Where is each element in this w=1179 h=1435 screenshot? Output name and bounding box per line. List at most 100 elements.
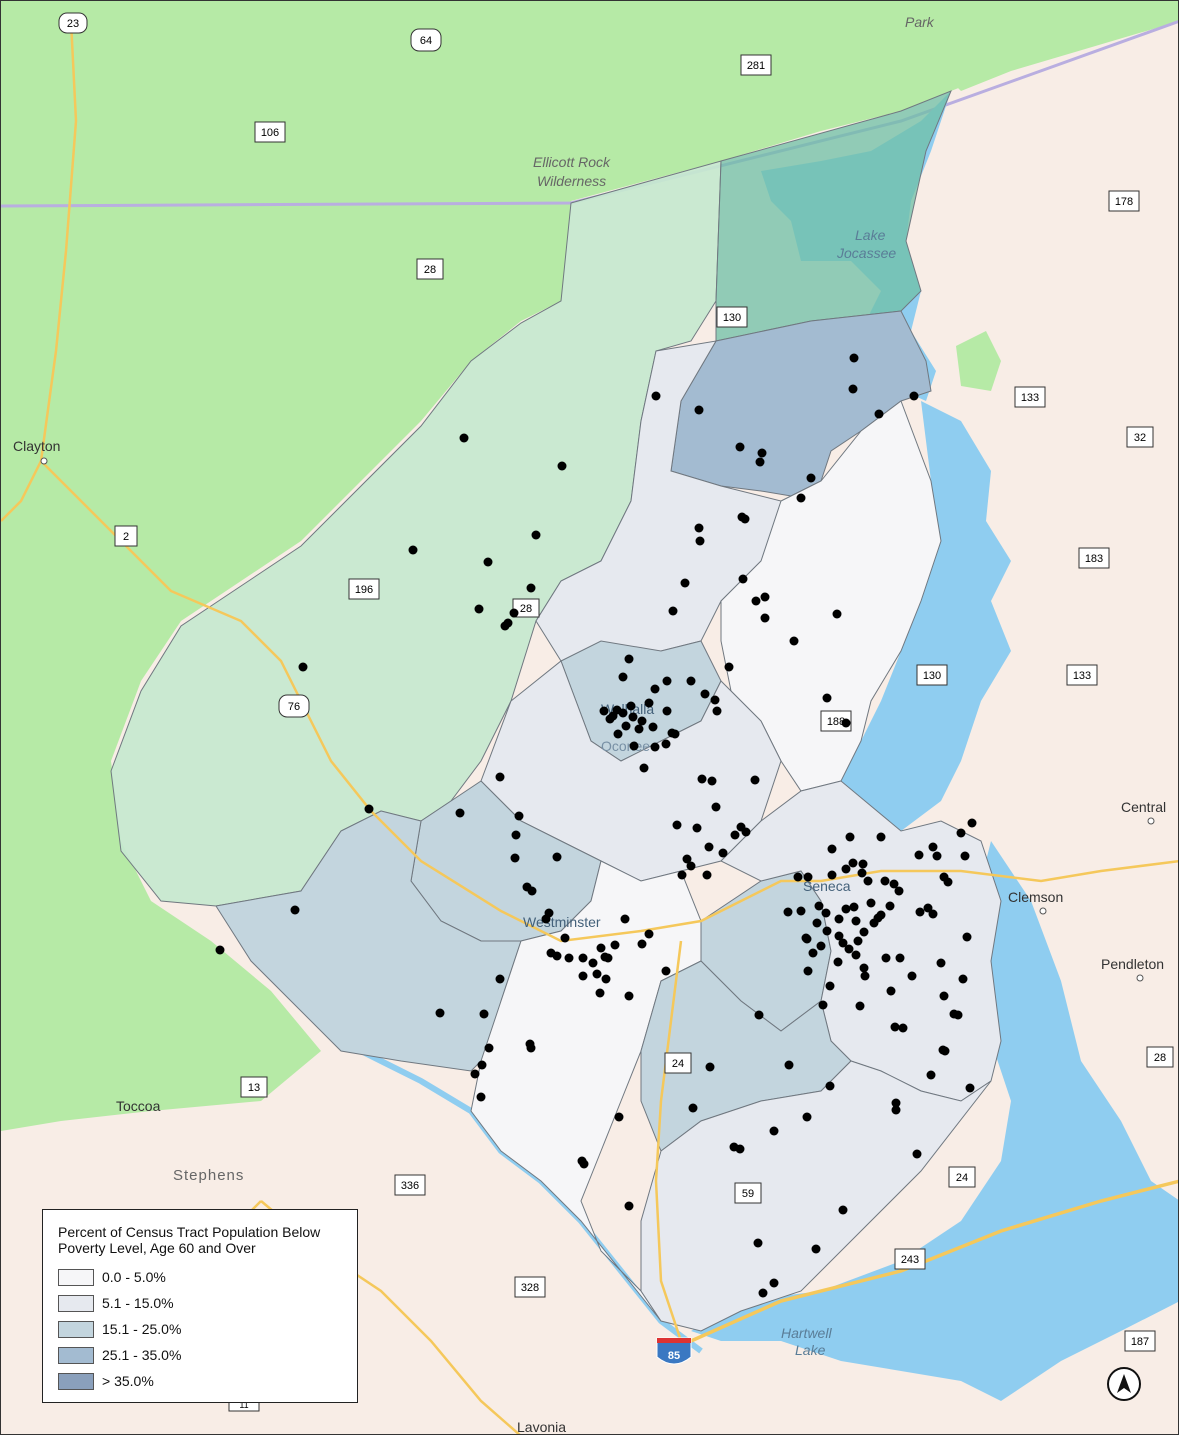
marker-point[interactable]	[907, 971, 917, 981]
marker-point[interactable]	[692, 823, 702, 833]
marker-point[interactable]	[757, 448, 767, 458]
marker-point[interactable]	[912, 1149, 922, 1159]
marker-point[interactable]	[483, 557, 493, 567]
marker-point[interactable]	[939, 991, 949, 1001]
marker-point[interactable]	[923, 903, 933, 913]
marker-point[interactable]	[894, 886, 904, 896]
marker-point[interactable]	[694, 523, 704, 533]
marker-point[interactable]	[751, 596, 761, 606]
marker-point[interactable]	[514, 811, 524, 821]
marker-point[interactable]	[825, 981, 835, 991]
marker-point[interactable]	[650, 684, 660, 694]
marker-point[interactable]	[511, 830, 521, 840]
marker-point[interactable]	[958, 974, 968, 984]
marker-point[interactable]	[834, 931, 844, 941]
marker-point[interactable]	[626, 701, 636, 711]
marker-point[interactable]	[796, 906, 806, 916]
marker-point[interactable]	[967, 818, 977, 828]
marker-point[interactable]	[928, 842, 938, 852]
marker-point[interactable]	[821, 908, 831, 918]
marker-point[interactable]	[738, 574, 748, 584]
marker-point[interactable]	[639, 763, 649, 773]
marker-point[interactable]	[841, 904, 851, 914]
marker-point[interactable]	[873, 913, 883, 923]
marker-point[interactable]	[628, 712, 638, 722]
tract-south[interactable]	[640, 1060, 992, 1332]
marker-point[interactable]	[704, 842, 714, 852]
marker-point[interactable]	[718, 848, 728, 858]
marker-point[interactable]	[881, 953, 891, 963]
marker-point[interactable]	[526, 583, 536, 593]
marker-point[interactable]	[859, 927, 869, 937]
marker-point[interactable]	[557, 461, 567, 471]
marker-point[interactable]	[298, 662, 308, 672]
marker-point[interactable]	[651, 391, 661, 401]
marker-point[interactable]	[859, 963, 869, 973]
marker-point[interactable]	[588, 958, 598, 968]
marker-point[interactable]	[682, 854, 692, 864]
marker-point[interactable]	[890, 1022, 900, 1032]
marker-point[interactable]	[855, 1001, 865, 1011]
marker-point[interactable]	[710, 695, 720, 705]
marker-point[interactable]	[783, 907, 793, 917]
marker-point[interactable]	[822, 926, 832, 936]
marker-point[interactable]	[610, 940, 620, 950]
marker-point[interactable]	[885, 901, 895, 911]
marker-point[interactable]	[648, 722, 658, 732]
marker-point[interactable]	[891, 1098, 901, 1108]
marker-point[interactable]	[841, 864, 851, 874]
marker-point[interactable]	[876, 832, 886, 842]
marker-point[interactable]	[613, 729, 623, 739]
marker-point[interactable]	[833, 957, 843, 967]
marker-point[interactable]	[495, 974, 505, 984]
marker-point[interactable]	[603, 953, 613, 963]
marker-point[interactable]	[579, 1159, 589, 1169]
marker-point[interactable]	[808, 948, 818, 958]
marker-point[interactable]	[618, 672, 628, 682]
marker-point[interactable]	[668, 606, 678, 616]
marker-point[interactable]	[526, 1043, 536, 1053]
marker-point[interactable]	[661, 966, 671, 976]
marker-point[interactable]	[932, 851, 942, 861]
marker-point[interactable]	[849, 353, 859, 363]
marker-point[interactable]	[620, 914, 630, 924]
marker-point[interactable]	[578, 971, 588, 981]
marker-point[interactable]	[705, 1062, 715, 1072]
marker-point[interactable]	[891, 1105, 901, 1115]
marker-point[interactable]	[552, 951, 562, 961]
marker-point[interactable]	[754, 1010, 764, 1020]
marker-point[interactable]	[564, 953, 574, 963]
marker-point[interactable]	[477, 1060, 487, 1070]
marker-point[interactable]	[962, 932, 972, 942]
marker-point[interactable]	[495, 772, 505, 782]
marker-point[interactable]	[694, 405, 704, 415]
marker-point[interactable]	[624, 1201, 634, 1211]
marker-point[interactable]	[860, 971, 870, 981]
marker-point[interactable]	[702, 870, 712, 880]
marker-point[interactable]	[825, 1081, 835, 1091]
marker-point[interactable]	[848, 384, 858, 394]
marker-point[interactable]	[707, 776, 717, 786]
marker-point[interactable]	[735, 1144, 745, 1154]
marker-point[interactable]	[700, 689, 710, 699]
marker-point[interactable]	[697, 774, 707, 784]
marker-point[interactable]	[474, 604, 484, 614]
marker-point[interactable]	[811, 1244, 821, 1254]
marker-point[interactable]	[753, 1238, 763, 1248]
marker-point[interactable]	[618, 708, 628, 718]
marker-point[interactable]	[956, 828, 966, 838]
marker-point[interactable]	[880, 876, 890, 886]
marker-point[interactable]	[695, 536, 705, 546]
marker-point[interactable]	[936, 958, 946, 968]
marker-point[interactable]	[834, 914, 844, 924]
marker-point[interactable]	[661, 739, 671, 749]
tract-east-low[interactable]	[720, 400, 942, 792]
marker-point[interactable]	[758, 1288, 768, 1298]
marker-point[interactable]	[853, 936, 863, 946]
marker-point[interactable]	[960, 851, 970, 861]
marker-point[interactable]	[459, 433, 469, 443]
marker-point[interactable]	[724, 662, 734, 672]
marker-point[interactable]	[769, 1126, 779, 1136]
marker-point[interactable]	[851, 950, 861, 960]
marker-point[interactable]	[479, 1009, 489, 1019]
